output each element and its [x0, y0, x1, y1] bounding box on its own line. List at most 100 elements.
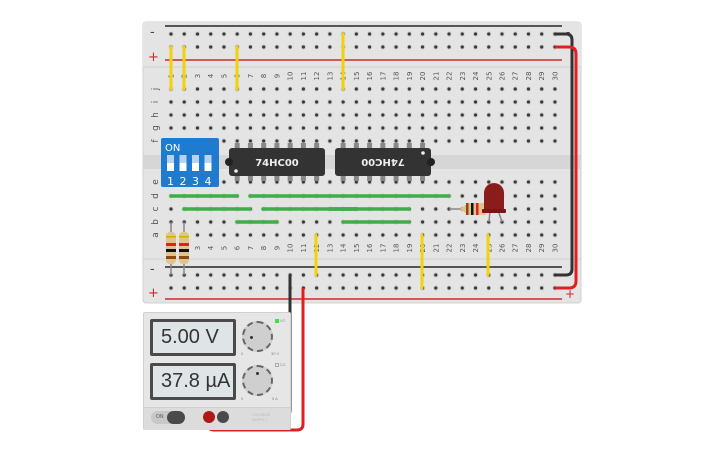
breadboard-hole[interactable]	[314, 219, 320, 225]
breadboard-hole[interactable]	[380, 285, 386, 291]
breadboard-hole[interactable]	[287, 112, 293, 118]
breadboard-hole[interactable]	[393, 112, 399, 118]
breadboard-hole[interactable]	[261, 125, 267, 131]
breadboard-hole[interactable]	[539, 219, 545, 225]
breadboard-hole[interactable]	[181, 112, 187, 118]
breadboard-hole[interactable]	[472, 193, 479, 199]
breadboard-hole[interactable]	[393, 86, 399, 92]
breadboard-hole[interactable]	[261, 232, 267, 238]
breadboard-hole[interactable]	[499, 138, 505, 144]
breadboard-hole[interactable]	[393, 99, 399, 105]
breadboard-hole[interactable]	[314, 31, 320, 37]
breadboard-hole[interactable]	[367, 232, 373, 238]
breadboard-hole[interactable]	[552, 193, 558, 199]
breadboard-hole[interactable]	[380, 138, 386, 144]
breadboard-hole[interactable]	[274, 232, 280, 238]
breadboard-hole[interactable]	[181, 125, 187, 131]
ic-chip-74hc00[interactable]: 74HC00	[335, 143, 435, 181]
breadboard-hole[interactable]	[472, 86, 479, 92]
breadboard-hole[interactable]	[499, 99, 505, 105]
breadboard-hole[interactable]	[221, 138, 227, 144]
breadboard-hole[interactable]	[472, 31, 479, 37]
breadboard-hole[interactable]	[433, 285, 439, 291]
breadboard-hole[interactable]	[353, 44, 359, 50]
breadboard-hole[interactable]	[247, 86, 254, 92]
breadboard-hole[interactable]	[327, 112, 333, 118]
breadboard-hole[interactable]	[512, 112, 518, 118]
breadboard-hole[interactable]	[380, 44, 386, 50]
breadboard-hole[interactable]	[472, 99, 479, 105]
breadboard-hole[interactable]	[539, 179, 545, 185]
breadboard-hole[interactable]	[208, 232, 214, 238]
breadboard-hole[interactable]	[406, 285, 412, 291]
breadboard-hole[interactable]	[327, 272, 333, 278]
breadboard-hole[interactable]	[446, 272, 452, 278]
breadboard-hole[interactable]	[459, 193, 465, 199]
breadboard-hole[interactable]	[512, 125, 518, 131]
breadboard-hole[interactable]	[208, 285, 214, 291]
breadboard-hole[interactable]	[234, 272, 240, 278]
breadboard-hole[interactable]	[433, 232, 439, 238]
breadboard-hole[interactable]	[512, 44, 518, 50]
breadboard-hole[interactable]	[247, 138, 254, 144]
breadboard-hole[interactable]	[512, 272, 518, 278]
breadboard-hole[interactable]	[433, 219, 439, 225]
breadboard-hole[interactable]	[314, 99, 320, 105]
breadboard-hole[interactable]	[539, 31, 545, 37]
ic-chip-74hc00[interactable]: 74HC00	[225, 143, 325, 181]
breadboard-hole[interactable]	[512, 179, 518, 185]
breadboard-hole[interactable]	[472, 112, 479, 118]
breadboard-hole[interactable]	[393, 31, 399, 37]
power-switch[interactable]: ON	[151, 411, 185, 424]
breadboard-hole[interactable]	[353, 285, 359, 291]
breadboard-hole[interactable]	[208, 31, 214, 37]
breadboard-hole[interactable]	[287, 86, 293, 92]
breadboard-hole[interactable]	[353, 125, 359, 131]
breadboard-hole[interactable]	[353, 232, 359, 238]
breadboard-hole[interactable]	[512, 31, 518, 37]
breadboard-hole[interactable]	[274, 112, 280, 118]
breadboard-hole[interactable]	[261, 272, 267, 278]
breadboard-hole[interactable]	[459, 99, 465, 105]
breadboard-hole[interactable]	[353, 112, 359, 118]
breadboard-hole[interactable]	[419, 44, 426, 50]
breadboard-hole[interactable]	[300, 138, 306, 144]
breadboard-hole[interactable]	[300, 219, 306, 225]
breadboard-hole[interactable]	[525, 179, 532, 185]
breadboard-hole[interactable]	[446, 112, 452, 118]
breadboard-hole[interactable]	[194, 232, 201, 238]
breadboard-hole[interactable]	[419, 99, 426, 105]
breadboard-hole[interactable]	[393, 285, 399, 291]
breadboard-hole[interactable]	[221, 99, 227, 105]
breadboard-hole[interactable]	[446, 125, 452, 131]
breadboard-hole[interactable]	[486, 138, 492, 144]
breadboard-hole[interactable]	[539, 232, 545, 238]
breadboard-hole[interactable]	[433, 31, 439, 37]
breadboard-hole[interactable]	[419, 125, 426, 131]
breadboard-hole[interactable]	[367, 285, 373, 291]
breadboard-hole[interactable]	[287, 99, 293, 105]
breadboard-hole[interactable]	[327, 285, 333, 291]
breadboard-hole[interactable]	[459, 179, 465, 185]
breadboard-hole[interactable]	[446, 138, 452, 144]
breadboard-hole[interactable]	[419, 219, 426, 225]
breadboard-hole[interactable]	[393, 44, 399, 50]
breadboard-hole[interactable]	[525, 193, 532, 199]
breadboard-hole[interactable]	[406, 86, 412, 92]
breadboard-hole[interactable]	[380, 99, 386, 105]
breadboard-hole[interactable]	[367, 125, 373, 131]
breadboard-hole[interactable]	[340, 125, 346, 131]
breadboard-hole[interactable]	[340, 138, 346, 144]
breadboard-hole[interactable]	[247, 31, 254, 37]
breadboard-hole[interactable]	[525, 138, 532, 144]
breadboard-hole[interactable]	[499, 125, 505, 131]
breadboard-hole[interactable]	[459, 219, 465, 225]
resistor[interactable]	[166, 222, 176, 275]
breadboard-hole[interactable]	[340, 232, 346, 238]
breadboard-hole[interactable]	[314, 44, 320, 50]
breadboard-hole[interactable]	[367, 86, 373, 92]
breadboard-hole[interactable]	[327, 179, 333, 185]
breadboard-hole[interactable]	[221, 44, 227, 50]
breadboard-hole[interactable]	[300, 44, 306, 50]
breadboard-hole[interactable]	[221, 285, 227, 291]
